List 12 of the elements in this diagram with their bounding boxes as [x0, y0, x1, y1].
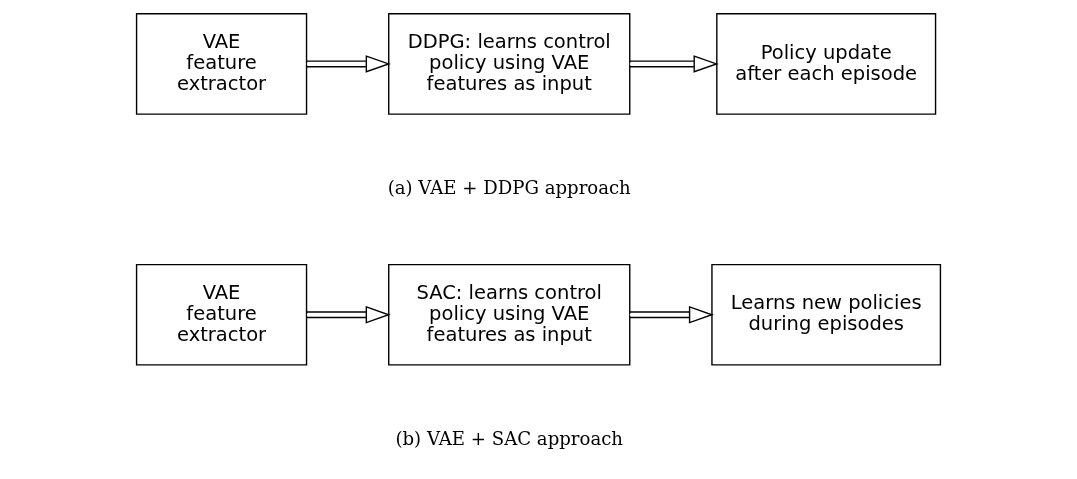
node-box: Learns new policies during episodes [711, 263, 942, 366]
node-box: Policy update after each episode [716, 13, 937, 115]
label: (b) VAE + SAC approach [395, 427, 624, 449]
arrow [306, 305, 391, 324]
node-box: SAC: learns control policy using VAE features as input [388, 263, 631, 366]
arrow [629, 55, 719, 73]
arrow [306, 55, 391, 73]
node-box: VAE feature extractor [135, 13, 308, 115]
node-box: VAE feature extractor [135, 263, 308, 366]
arrow [629, 305, 714, 324]
node-box: DDPG: learns control policy using VAE features as input [388, 13, 631, 115]
label: (a) VAE + DDPG approach [387, 177, 631, 199]
